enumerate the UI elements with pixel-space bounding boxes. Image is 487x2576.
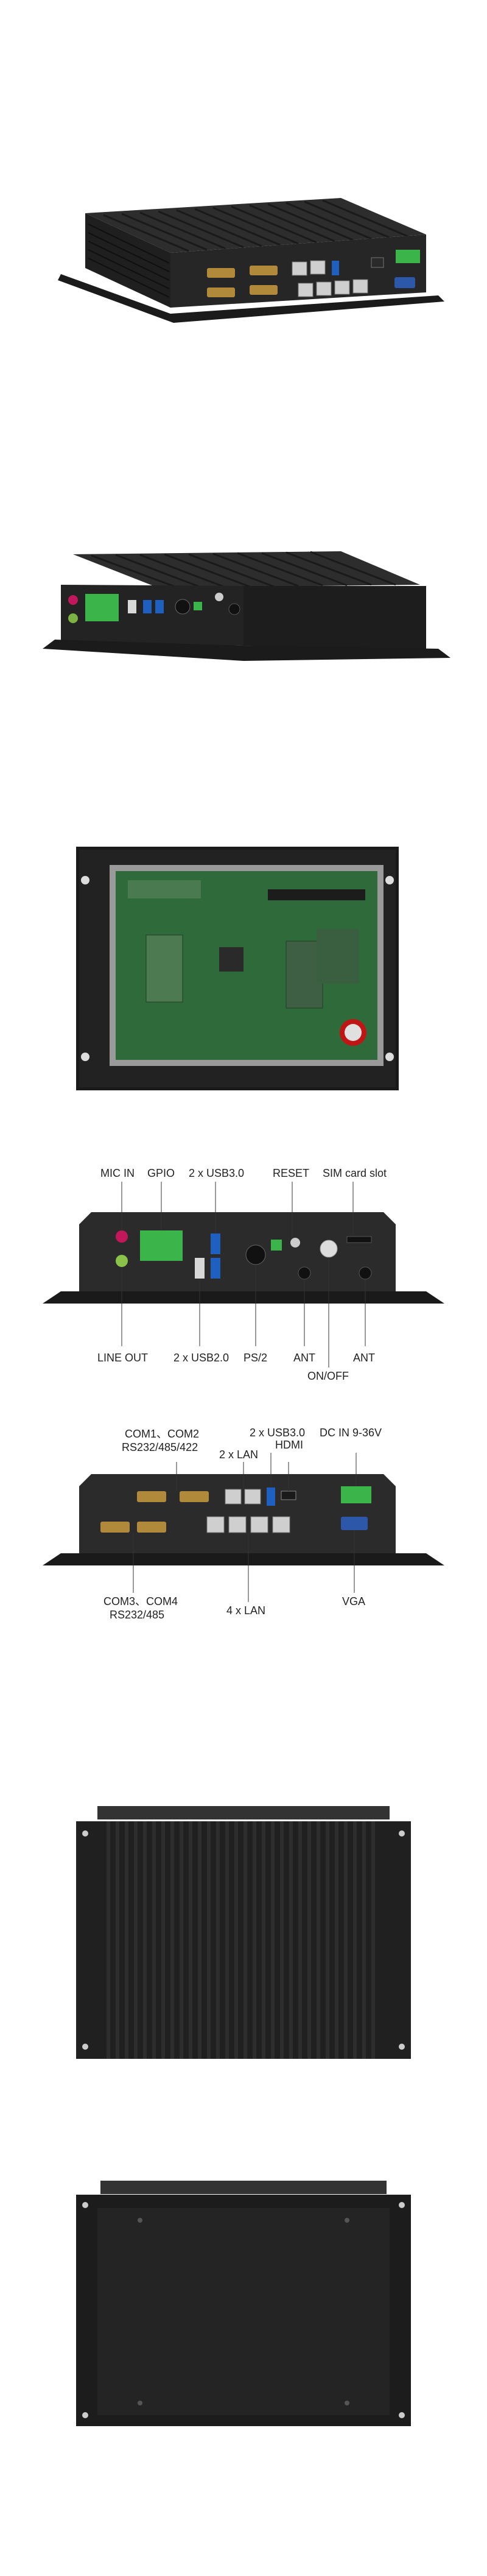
label-reset: RESET [273,1167,309,1179]
label-on-off: ON/OFF [307,1370,349,1382]
label-hdmi: HDMI [275,1439,303,1451]
label-mic-in: MIC IN [100,1167,135,1179]
label-gpio: GPIO [147,1167,175,1179]
label-rs232-485: RS232/485 [110,1609,164,1621]
label-line-out: LINE OUT [97,1352,148,1364]
photo-bottom-plate [0,2178,487,2433]
label-2-lan: 2 x LAN [219,1449,258,1461]
label-ant-left: ANT [293,1352,315,1364]
label-usb30-front: 2 x USB3.0 [189,1167,244,1179]
photo-top-heatsink [0,1800,487,2074]
label-usb20: 2 x USB2.0 [173,1352,229,1364]
label-4-lan: 4 x LAN [226,1604,265,1617]
label-ant-right: ANT [353,1352,375,1364]
label-dc-in: DC IN 9-36V [320,1427,382,1439]
rear-panel-diagram: COM1、COM2 RS232/485/422 2 x LAN 2 x USB3… [0,1419,487,1681]
label-com1-com2: COM1、COM2 [125,1428,199,1440]
label-rs232-485-422: RS232/485/422 [122,1441,198,1453]
label-ps2: PS/2 [244,1352,267,1364]
label-com3-com4: COM3、COM4 [103,1595,178,1607]
label-sim: SIM card slot [323,1167,387,1179]
photo-rear-isometric [0,177,487,408]
label-vga: VGA [342,1595,365,1607]
label-usb30-rear: 2 x USB3.0 [250,1427,305,1439]
photo-front-isometric [0,518,487,737]
photo-internal-board [0,844,487,1093]
front-panel-diagram: MIC IN GPIO 2 x USB3.0 RESET SIM card sl… [0,1157,487,1419]
